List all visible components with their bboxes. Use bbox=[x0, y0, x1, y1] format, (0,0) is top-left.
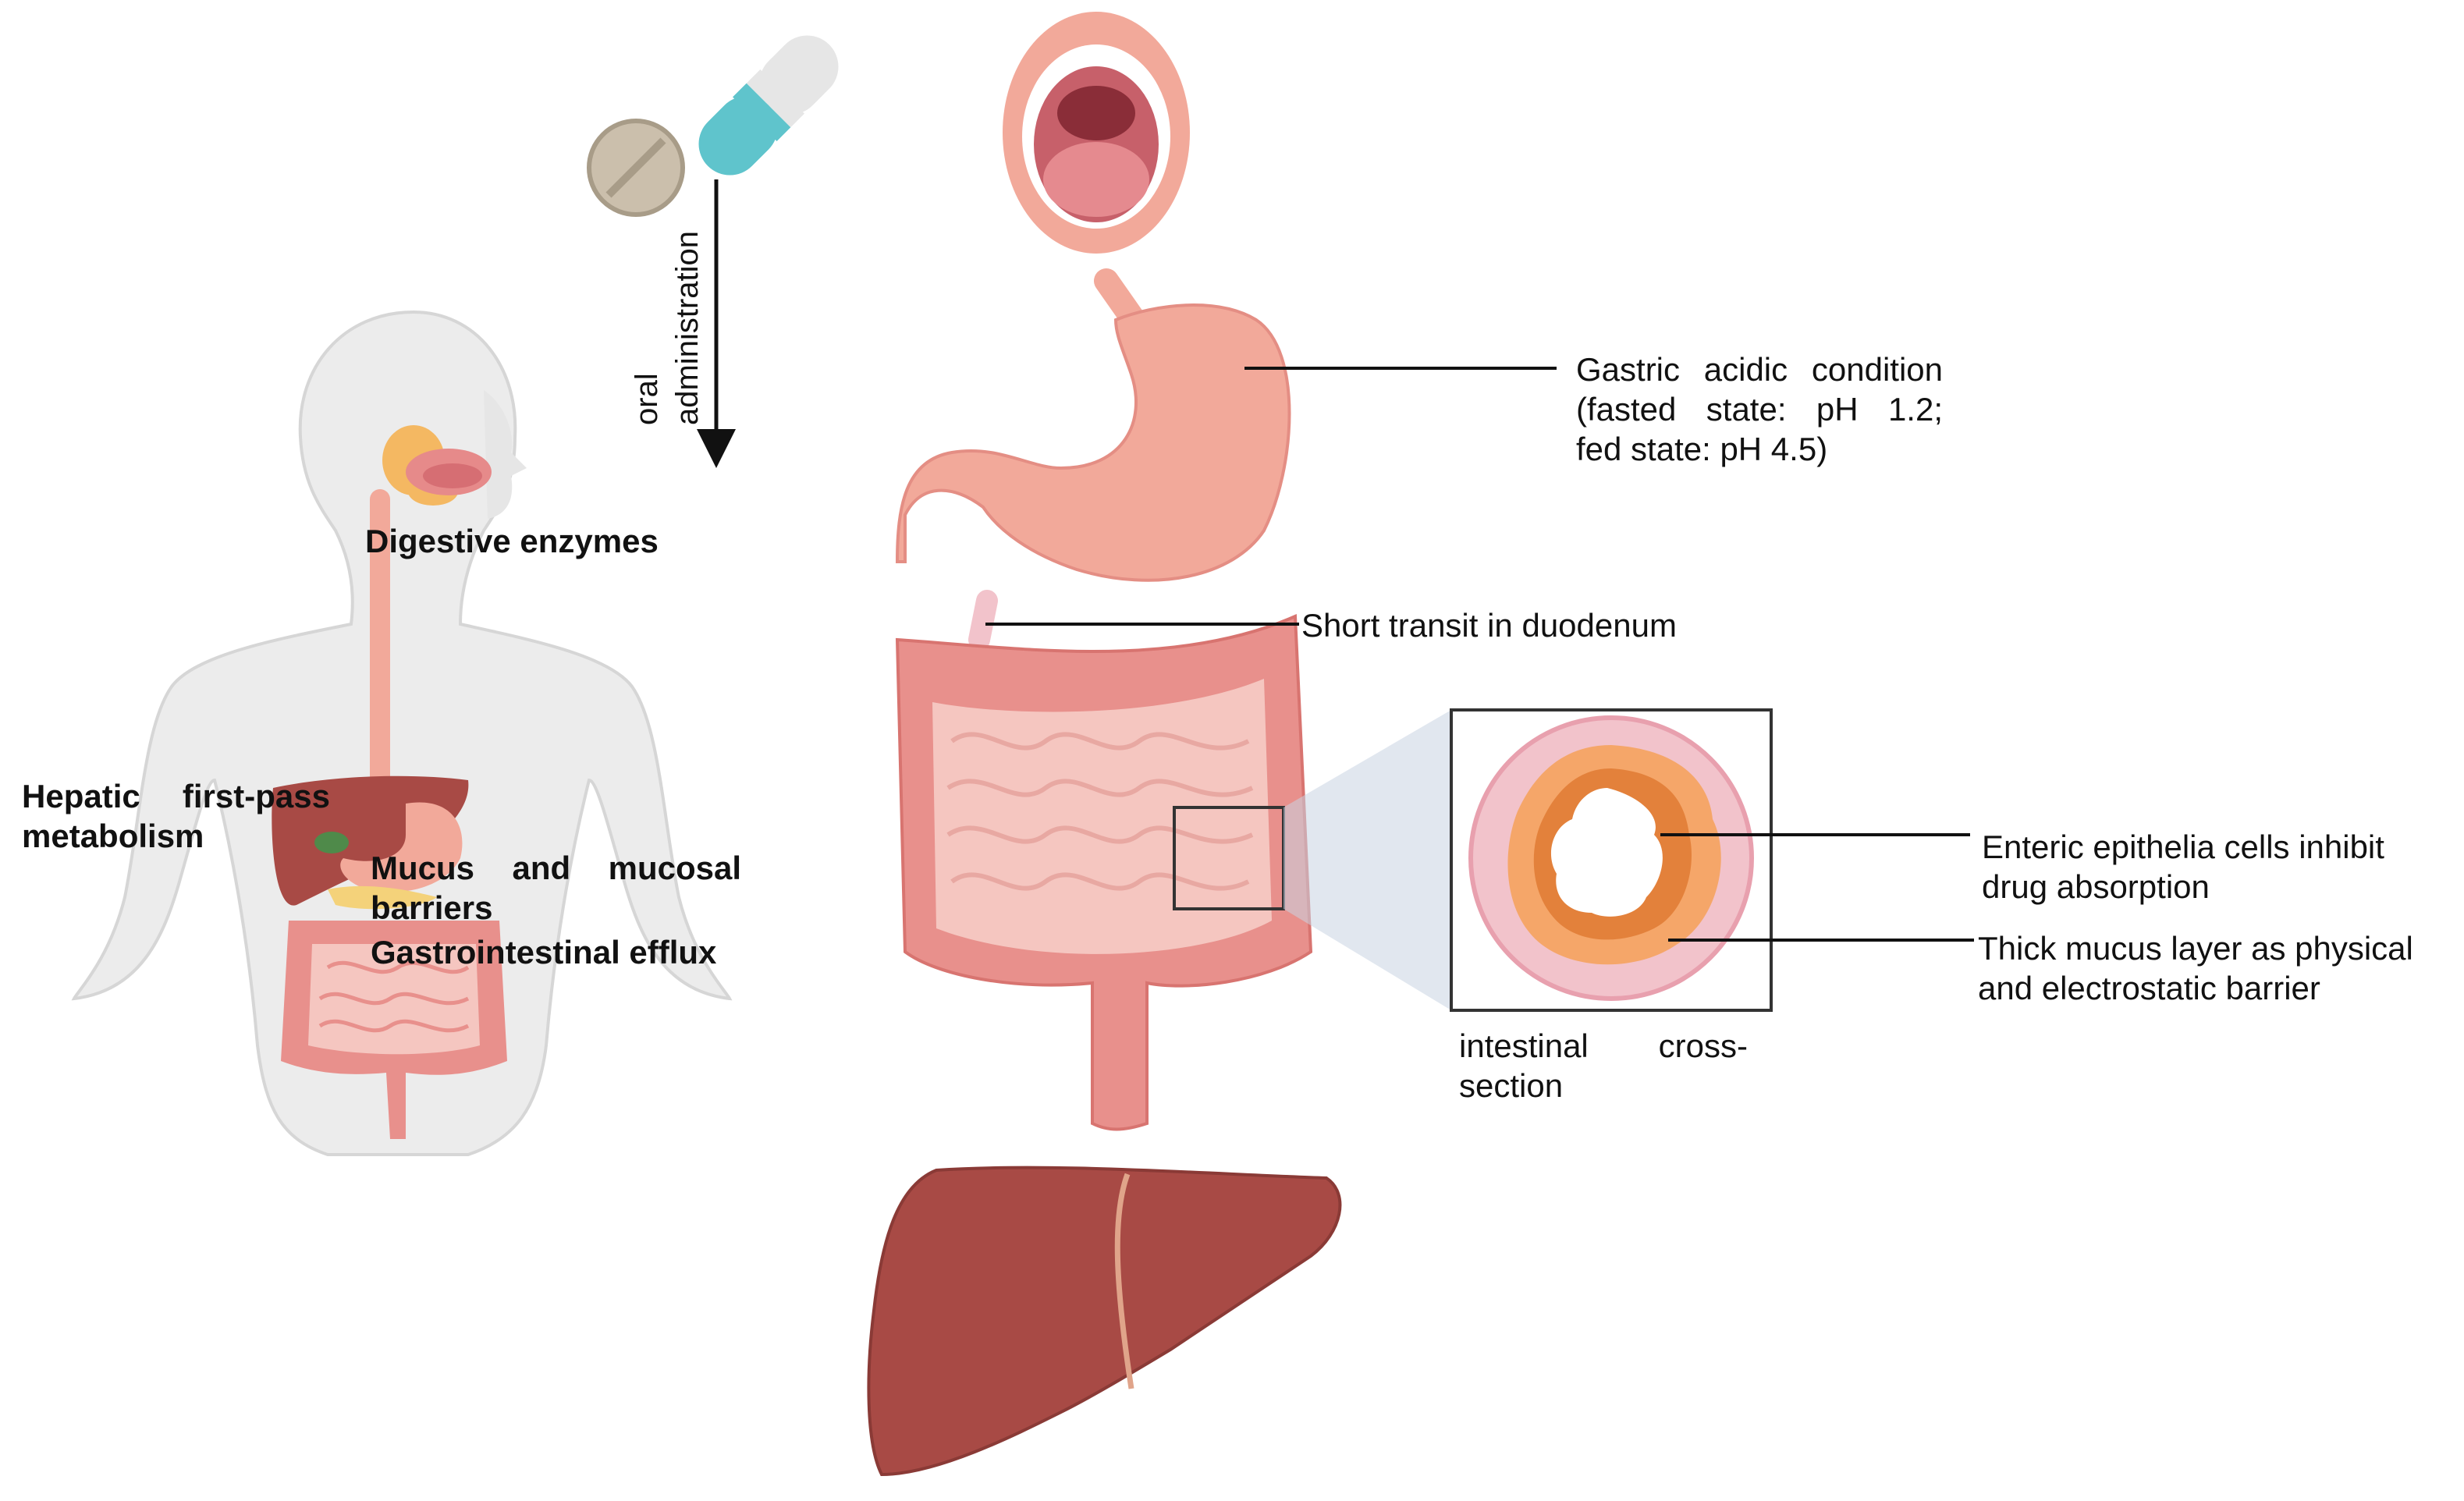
tongue bbox=[423, 463, 482, 488]
open-mouth bbox=[1003, 12, 1190, 254]
liver bbox=[867, 1166, 1342, 1477]
tablet-score-line bbox=[605, 137, 666, 198]
mucus-barrier-label-line1: Mucus and mucosal bbox=[371, 850, 741, 886]
administration-label: administration bbox=[670, 230, 705, 425]
oral-label: oral bbox=[630, 373, 664, 425]
hepatic-label-line1: Hepatic first-pass bbox=[22, 778, 330, 814]
throat bbox=[1057, 86, 1135, 140]
leader-lines bbox=[985, 367, 1974, 942]
face-profile bbox=[484, 390, 527, 519]
falciform-ligament bbox=[1114, 1173, 1134, 1389]
intestinal-cross-section bbox=[1450, 708, 1773, 1012]
mucus-barrier-label-line2: barriers bbox=[371, 889, 493, 926]
enteric-label-line2: drug absorption bbox=[1982, 868, 2210, 905]
digestive-enzymes-label: Digestive enzymes bbox=[365, 523, 659, 559]
zoom-projection bbox=[1283, 710, 1451, 1010]
gallbladder bbox=[314, 832, 349, 853]
gastric-label-line3: fed state: pH 4.5) bbox=[1576, 431, 1828, 467]
cross-section-label-line1: intestinal cross- bbox=[1459, 1027, 1748, 1064]
liver-lobes bbox=[867, 1166, 1342, 1477]
enteric-label-line1: Enteric epithelia cells inhibit bbox=[1982, 829, 2384, 865]
stomach-in-body bbox=[340, 802, 463, 892]
gi-efflux-label: Gastrointestinal efflux bbox=[371, 934, 717, 971]
mucus-layer-label-line1: Thick mucus layer as physical bbox=[1978, 930, 2413, 967]
small-intestine-coils bbox=[946, 732, 1254, 891]
mucus-layer-label-line2: and electrostatic barrier bbox=[1978, 970, 2320, 1006]
gastric-label-line2: (fasted state: pH 1.2; bbox=[1576, 391, 1943, 428]
stomach-body bbox=[895, 303, 1291, 582]
cross-section-label-line2: section bbox=[1459, 1067, 1564, 1104]
small-intestine bbox=[932, 679, 1272, 954]
oral-dosage-forms bbox=[587, 35, 839, 468]
mouth-tongue bbox=[1043, 142, 1149, 217]
duodenum-label: Short transit in duodenum bbox=[1301, 607, 1677, 644]
stomach bbox=[895, 268, 1291, 582]
duodenum-entry bbox=[968, 590, 998, 651]
pancreas bbox=[328, 885, 437, 910]
hepatic-label-line2: metabolism bbox=[22, 818, 204, 854]
intestinal-lumen bbox=[1550, 788, 1663, 917]
capsule-icon bbox=[698, 35, 839, 176]
intestines bbox=[895, 590, 1451, 1131]
body-silhouette bbox=[71, 310, 733, 1156]
gastric-label-line1: Gastric acidic condition bbox=[1576, 351, 1943, 388]
human-body-figure bbox=[71, 310, 733, 1156]
intestine-coils bbox=[318, 960, 470, 1033]
